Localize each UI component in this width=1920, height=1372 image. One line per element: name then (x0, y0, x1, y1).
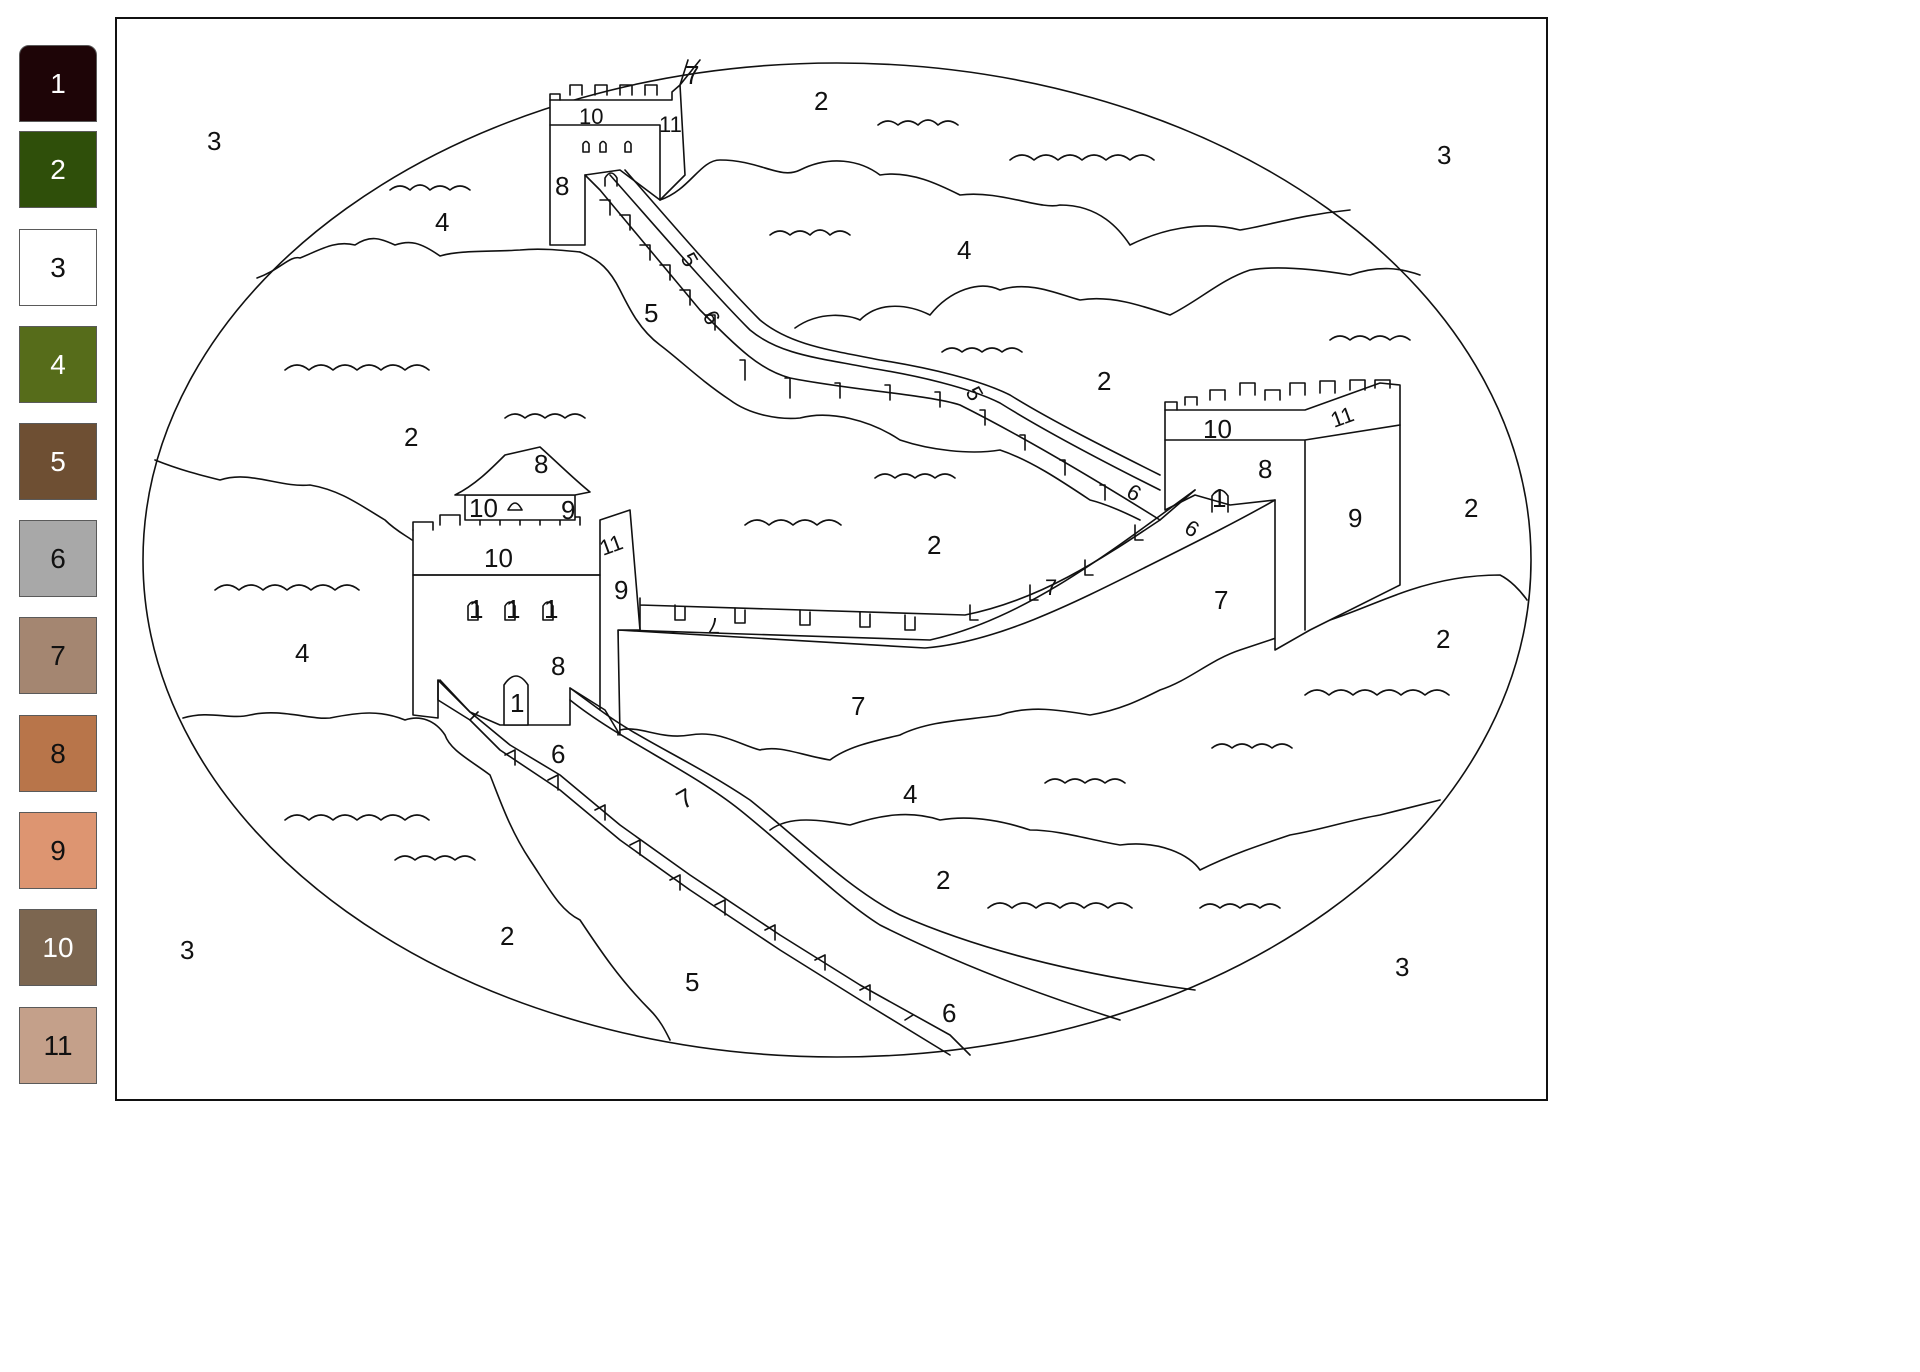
region-number: 8 (555, 171, 569, 201)
region-number: 7 (671, 782, 699, 815)
region-number: 10 (469, 493, 498, 523)
region-number: 6 (942, 998, 956, 1028)
hill-outline-left-mid (579, 251, 1141, 521)
hill-outline-valley (154, 459, 413, 541)
region-number: 1 (510, 688, 524, 718)
region-number: 2 (1464, 493, 1478, 523)
region-number: 1 (1212, 483, 1226, 513)
region-number: 10 (484, 543, 513, 573)
front-wall (437, 679, 1196, 1056)
region-numbers: 3 3 3 3 2 2 2 2 2 2 2 2 4 4 4 4 4 5 5 5 … (180, 60, 1478, 1028)
hill-outline-front (769, 799, 1441, 871)
right-tower (1164, 379, 1401, 651)
region-number: 10 (579, 104, 603, 129)
region-number: 6 (698, 306, 726, 329)
region-number: 11 (659, 112, 682, 137)
region-number: 8 (551, 651, 565, 681)
region-number: 1 (544, 594, 558, 624)
region-number: 3 (1437, 140, 1451, 170)
hill-outline-mid (794, 267, 1421, 329)
region-number: 2 (927, 530, 941, 560)
region-number: 5 (685, 967, 699, 997)
far-wall (584, 169, 1161, 521)
region-number: 4 (957, 235, 971, 265)
hill-outline-left (256, 237, 581, 279)
region-number: 7 (1214, 585, 1228, 615)
region-number: 3 (207, 126, 221, 156)
region-number: 2 (1097, 366, 1111, 396)
region-number: 6 (1181, 515, 1204, 543)
region-number: 9 (614, 575, 628, 605)
front-tower (412, 446, 641, 736)
region-number: 1 (506, 594, 520, 624)
region-number: 7 (851, 691, 865, 721)
far-tower (549, 59, 701, 246)
region-number: 3 (1395, 952, 1409, 982)
region-number: 2 (404, 422, 418, 452)
great-wall-line-art[interactable]: 3 3 3 3 2 2 2 2 2 2 2 2 4 4 4 4 4 5 5 5 … (0, 0, 1560, 1115)
tree-texture (214, 119, 1450, 909)
region-number: 9 (1348, 503, 1362, 533)
region-number: 7 (1045, 575, 1057, 600)
region-number: 6 (551, 739, 565, 769)
region-number: 3 (180, 935, 194, 965)
region-number: 8 (534, 449, 548, 479)
region-number: 5 (644, 298, 658, 328)
hill-outline-top (659, 159, 1351, 246)
region-number: 9 (561, 495, 575, 525)
region-number: 2 (500, 921, 514, 951)
region-number: 2 (936, 865, 950, 895)
region-number: 7 (708, 613, 720, 638)
region-number: 8 (1258, 454, 1272, 484)
region-number: 4 (295, 638, 309, 668)
hill-outline-left-front (182, 712, 671, 1041)
region-number: 1 (469, 594, 483, 624)
region-number: 7 (685, 60, 699, 90)
oval-frame (142, 62, 1532, 1058)
region-number: 5 (961, 382, 989, 405)
hill-outline-lower (619, 574, 1528, 761)
middle-wall (617, 489, 1276, 736)
region-number: 4 (435, 207, 449, 237)
region-number: 2 (1436, 624, 1450, 654)
region-number: 2 (814, 86, 828, 116)
region-number: 4 (903, 779, 917, 809)
region-number: 6 (1123, 479, 1146, 507)
region-number: 10 (1203, 414, 1232, 444)
region-number: 5 (676, 248, 704, 271)
swatch-6[interactable]: 6 (19, 520, 97, 597)
